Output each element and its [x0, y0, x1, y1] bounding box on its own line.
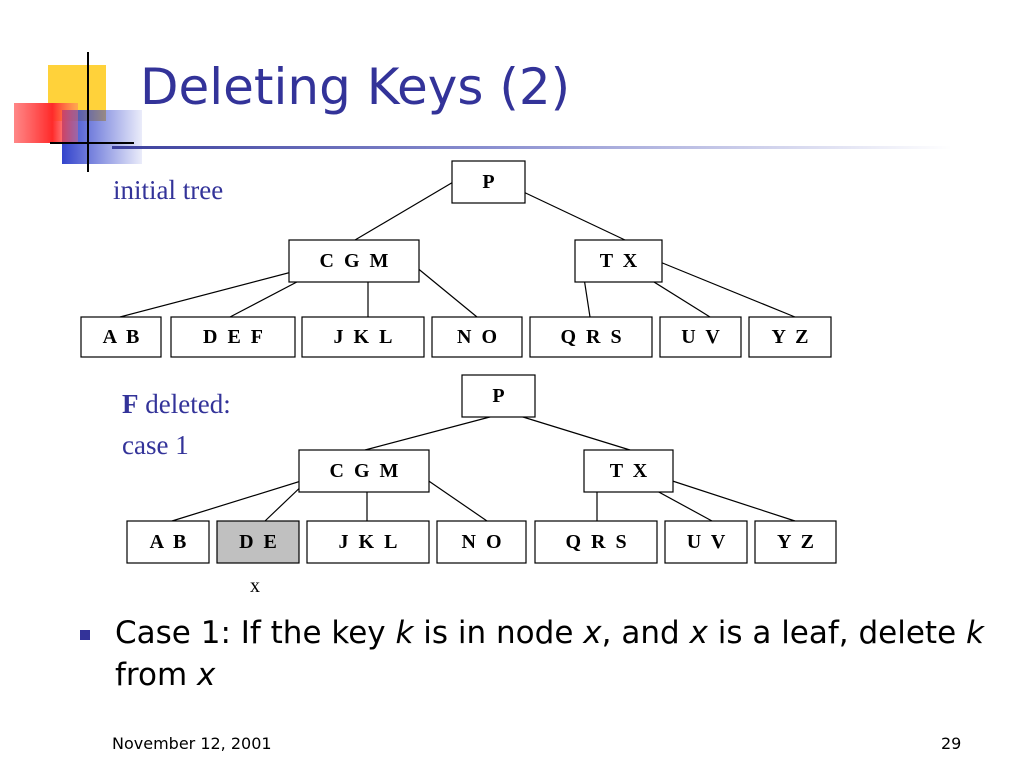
highlighted-leaf-node: D E: [216, 520, 300, 564]
internal-node: C G M: [298, 449, 430, 493]
leaf-node-box: [664, 520, 748, 564]
root-node-keys: P: [482, 171, 494, 193]
btree-diagrams: P C G M T X A B D E F J K L N O Q R S U V Y Z P C G…: [80, 160, 837, 597]
leaf-node-box: [436, 520, 527, 564]
root-node-keys: P: [492, 385, 504, 407]
leaf-node: Y Z: [748, 316, 832, 358]
internal-node-keys: C G M: [330, 460, 399, 482]
internal-node: T X: [583, 449, 674, 493]
leaf-node-keys: Y Z: [771, 326, 808, 348]
caption-f-deleted: F deleted:: [122, 386, 231, 422]
internal-node: T X: [574, 239, 663, 283]
internal-node-keys: C G M: [320, 250, 389, 272]
root-node: P: [461, 374, 536, 418]
leaf-node-box: [659, 316, 742, 358]
leaf-node-keys: A B: [103, 326, 140, 348]
root-edge: [514, 187, 626, 241]
slide-title: Deleting Keys (2): [140, 58, 571, 116]
root-node-box: [451, 160, 526, 204]
leaf-node-keys: Q R S: [560, 326, 621, 348]
internal-node-keys: T X: [600, 250, 638, 272]
footer-date: November 12, 2001: [112, 734, 272, 753]
leaf-node-box: [529, 316, 653, 358]
bullet-part: , and: [601, 615, 690, 651]
leaf-node: A B: [126, 520, 210, 564]
internal-node-box: [288, 239, 420, 283]
root-edge: [354, 177, 461, 241]
highlighted-leaf-node-keys: D E: [239, 531, 277, 553]
leaf-node: U V: [664, 520, 748, 564]
leaf-node: Q R S: [534, 520, 658, 564]
leaf-node-box: [431, 316, 523, 358]
deleted-key: F: [122, 389, 139, 419]
leaf-node-keys: J K L: [334, 326, 393, 348]
leaf-node-box: [754, 520, 837, 564]
bullet-part: k: [395, 615, 414, 651]
bullet-part: from: [115, 657, 197, 693]
leaf-node-keys: D E F: [203, 326, 263, 348]
leaf-node-keys: U V: [687, 531, 726, 553]
leaf-node-box: [301, 316, 425, 358]
leaf-node: N O: [436, 520, 527, 564]
leaf-node: J K L: [306, 520, 430, 564]
bullet-part: x: [583, 615, 602, 651]
bullet-icon: [80, 630, 90, 640]
page-number: 29: [941, 734, 962, 753]
leaf-node-keys: N O: [462, 531, 502, 553]
leaf-node-keys: A B: [150, 531, 187, 553]
root-node-box: [461, 374, 536, 418]
caption-case-1: case 1: [122, 430, 189, 460]
internal-node-box: [583, 449, 674, 493]
child-edge: [419, 474, 488, 522]
deleted-text: deleted:: [138, 389, 231, 419]
root-edge: [364, 412, 506, 451]
leaf-node-box: [80, 316, 162, 358]
leaf-node-keys: N O: [457, 326, 497, 348]
root-node: P: [451, 160, 526, 204]
leaf-node: A B: [80, 316, 162, 358]
highlighted-leaf-node-box: [216, 520, 300, 564]
case-1-description: Case 1: If the key k is in node x, and x…: [115, 612, 995, 696]
leaf-node-box: [126, 520, 210, 564]
leaf-node: Q R S: [529, 316, 653, 358]
leaf-node-box: [748, 316, 832, 358]
internal-node-keys: T X: [610, 460, 648, 482]
bullet-part: k: [966, 615, 984, 651]
bullet-part: Case 1: If the key: [115, 615, 396, 651]
leaf-node: Y Z: [754, 520, 837, 564]
internal-node-box: [574, 239, 663, 283]
leaf-node: D E F: [170, 316, 296, 358]
leaf-node: U V: [659, 316, 742, 358]
leaf-node-keys: Y Z: [777, 531, 814, 553]
root-edge: [509, 412, 631, 451]
internal-node-box: [298, 449, 430, 493]
leaf-node-keys: U V: [681, 326, 720, 348]
bullet-part: x: [197, 657, 216, 693]
child-edge: [659, 261, 796, 318]
child-edge: [409, 261, 478, 318]
leaf-node-keys: J K L: [339, 531, 398, 553]
leaf-node-box: [534, 520, 658, 564]
decorative-squares: [14, 52, 142, 172]
leaf-node-box: [170, 316, 296, 358]
bullet-part: is in node: [413, 615, 584, 651]
leaf-node-keys: Q R S: [565, 531, 626, 553]
leaf-node: J K L: [301, 316, 425, 358]
leaf-node: N O: [431, 316, 523, 358]
title-rule: [112, 146, 952, 149]
caption-initial-tree: initial tree: [113, 175, 224, 205]
internal-node: C G M: [288, 239, 420, 283]
leaf-x-label: x: [250, 575, 260, 597]
bullet-part: is a leaf, delete: [707, 615, 967, 651]
leaf-node-box: [306, 520, 430, 564]
bullet-part: x: [689, 615, 708, 651]
